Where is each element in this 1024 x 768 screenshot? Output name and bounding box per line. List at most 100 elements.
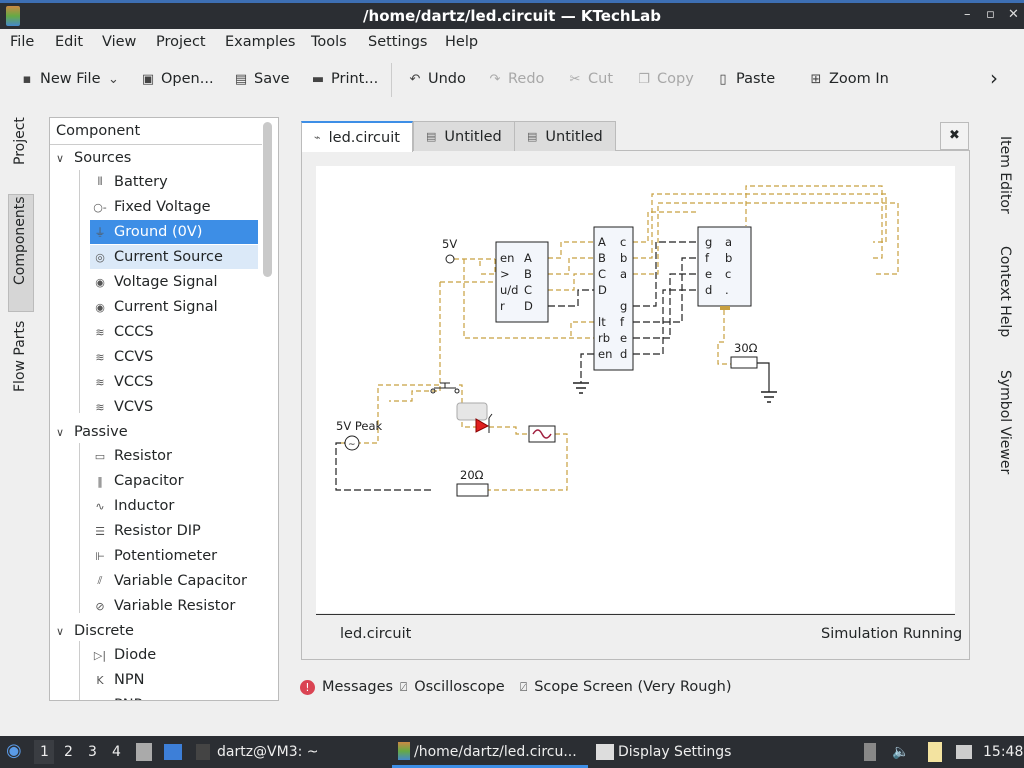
- oscilloscope-tab[interactable]: ⍁Oscilloscope: [400, 679, 505, 695]
- scope-screen-tab[interactable]: ⍁Scope Screen (Very Rough): [520, 679, 732, 695]
- side-tab-project[interactable]: Project: [12, 117, 28, 165]
- side-tab-item-editor[interactable]: Item Editor: [997, 136, 1013, 214]
- push-button-switch[interactable]: [430, 382, 460, 394]
- paste-label: Paste: [736, 71, 776, 87]
- tree-item[interactable]: ≋CCCS: [90, 320, 258, 344]
- new-file-button[interactable]: ▪New File⌄: [20, 71, 121, 87]
- task-ktechlab[interactable]: /home/dartz/led.circu...: [414, 744, 577, 760]
- menu-settings[interactable]: Settings: [368, 34, 428, 50]
- tree-item[interactable]: ◎Current Source: [90, 245, 258, 269]
- label-5v: 5V: [442, 237, 457, 251]
- open-button[interactable]: ▣Open...: [141, 71, 214, 87]
- tree-item[interactable]: ▭Resistor: [90, 444, 258, 468]
- tree-item[interactable]: KPNP: [90, 693, 258, 700]
- counter-chip[interactable]: [495, 241, 549, 323]
- more-tools-button[interactable]: ›: [990, 66, 998, 90]
- menu-tools[interactable]: Tools: [311, 34, 347, 50]
- seven-segment-display[interactable]: [697, 226, 752, 307]
- ac-voltage-source[interactable]: [344, 435, 360, 451]
- minimize-button[interactable]: –: [964, 7, 971, 22]
- toolbar: ▪New File⌄ ▣Open... ▤Save ▬Print... ↶Und…: [0, 62, 1024, 98]
- side-tab-components[interactable]: Components: [12, 196, 28, 285]
- menu-view[interactable]: View: [102, 34, 137, 50]
- tree-item-label: Fixed Voltage: [114, 199, 211, 215]
- side-tab-context-help[interactable]: Context Help: [997, 246, 1013, 338]
- tab-led-circuit[interactable]: ⌁led.circuit: [301, 121, 413, 152]
- tree-item[interactable]: ⫴Battery: [90, 170, 258, 194]
- fixed-voltage-node[interactable]: [445, 254, 455, 264]
- undo-button[interactable]: ↶Undo: [408, 71, 466, 87]
- clock[interactable]: 15:48: [983, 744, 1024, 760]
- led[interactable]: [475, 418, 490, 433]
- redo-button[interactable]: ↷Redo: [488, 71, 545, 87]
- tab-untitled-2[interactable]: ▤Untitled: [514, 121, 616, 151]
- tree-item[interactable]: ≋VCVS: [90, 395, 258, 419]
- tree-item[interactable]: ⫽Variable Capacitor: [90, 569, 258, 593]
- tree-category[interactable]: ∨Passive: [56, 420, 128, 444]
- tree-item[interactable]: ⊘Variable Resistor: [90, 594, 258, 618]
- print-button[interactable]: ▬Print...: [311, 71, 378, 87]
- tree-item[interactable]: ‖Capacitor: [90, 469, 258, 493]
- chevron-down-icon[interactable]: ⌄: [108, 71, 119, 87]
- task-display-settings[interactable]: Display Settings: [618, 744, 732, 760]
- tree-item[interactable]: ≋CCVS: [90, 345, 258, 369]
- clipboard-icon[interactable]: [928, 742, 942, 762]
- decoder-chip[interactable]: [593, 226, 634, 371]
- zoom-in-button[interactable]: ⊞Zoom In: [809, 71, 889, 87]
- menu-examples[interactable]: Examples: [225, 34, 296, 50]
- side-tab-flow-parts[interactable]: Flow Parts: [12, 320, 28, 392]
- chevron-down-icon[interactable]: ∨: [56, 151, 65, 165]
- task-terminal[interactable]: dartz@VM3: ~: [217, 744, 319, 760]
- component-icon: ◉: [95, 300, 105, 314]
- paste-button[interactable]: ▯Paste: [716, 71, 775, 87]
- tree-item[interactable]: ○-Fixed Voltage: [90, 195, 258, 219]
- start-menu-icon[interactable]: ◉: [6, 740, 22, 761]
- updates-icon[interactable]: [864, 743, 876, 761]
- copy-button[interactable]: ❐Copy: [637, 71, 694, 87]
- tree-item[interactable]: ⊩Potentiometer: [90, 544, 258, 568]
- close-tab-button[interactable]: ✖: [940, 122, 969, 150]
- messages-tab[interactable]: !Messages: [300, 679, 393, 695]
- browser-icon[interactable]: [164, 744, 182, 760]
- desktop-2[interactable]: 2: [64, 744, 73, 760]
- close-button[interactable]: ✕: [1008, 7, 1019, 22]
- tree-item[interactable]: ◉Voltage Signal: [90, 270, 258, 294]
- desktop-1[interactable]: 1: [40, 744, 49, 760]
- volume-icon[interactable]: 🔈: [892, 744, 910, 760]
- tree-category[interactable]: ∨Sources: [56, 146, 131, 170]
- desktop-3[interactable]: 3: [88, 744, 97, 760]
- save-button[interactable]: ▤Save: [234, 71, 290, 87]
- network-icon[interactable]: [956, 745, 972, 759]
- tree-scrollbar[interactable]: [263, 122, 272, 277]
- cut-label: Cut: [588, 71, 613, 87]
- maximize-button[interactable]: ▫: [986, 7, 995, 22]
- file-manager-icon[interactable]: [136, 743, 152, 761]
- resistor-30[interactable]: [730, 356, 758, 369]
- tree-item[interactable]: ≋VCCS: [90, 370, 258, 394]
- menu-edit[interactable]: Edit: [55, 34, 84, 50]
- tree-item[interactable]: ⏚Ground (0V): [90, 220, 258, 244]
- cut-button[interactable]: ✂Cut: [568, 71, 613, 87]
- tab-untitled-1[interactable]: ▤Untitled: [413, 121, 515, 151]
- chevron-down-icon[interactable]: ∨: [56, 624, 65, 638]
- tree-category[interactable]: ∨Discrete: [56, 619, 134, 643]
- menu-project[interactable]: Project: [156, 34, 206, 50]
- menu-help[interactable]: Help: [445, 34, 479, 50]
- tree-item[interactable]: ▷|Diode: [90, 643, 258, 667]
- tree-item[interactable]: ☰Resistor DIP: [90, 519, 258, 543]
- side-tab-symbol-viewer[interactable]: Symbol Viewer: [997, 370, 1013, 475]
- resistor-20[interactable]: [456, 483, 489, 497]
- chevron-down-icon[interactable]: ∨: [56, 425, 65, 439]
- push-button[interactable]: [456, 402, 488, 421]
- copy-label: Copy: [657, 71, 694, 87]
- tree-item[interactable]: ∿Inductor: [90, 494, 258, 518]
- component-icon: ‖: [97, 474, 103, 488]
- desktop-4[interactable]: 4: [112, 744, 121, 760]
- menu-file[interactable]: File: [10, 34, 35, 50]
- document-icon: ▤: [527, 130, 538, 143]
- tree-item[interactable]: ◉Current Signal: [90, 295, 258, 319]
- component-tree[interactable]: Component ∨Sources⫴Battery○-Fixed Voltag…: [49, 117, 279, 701]
